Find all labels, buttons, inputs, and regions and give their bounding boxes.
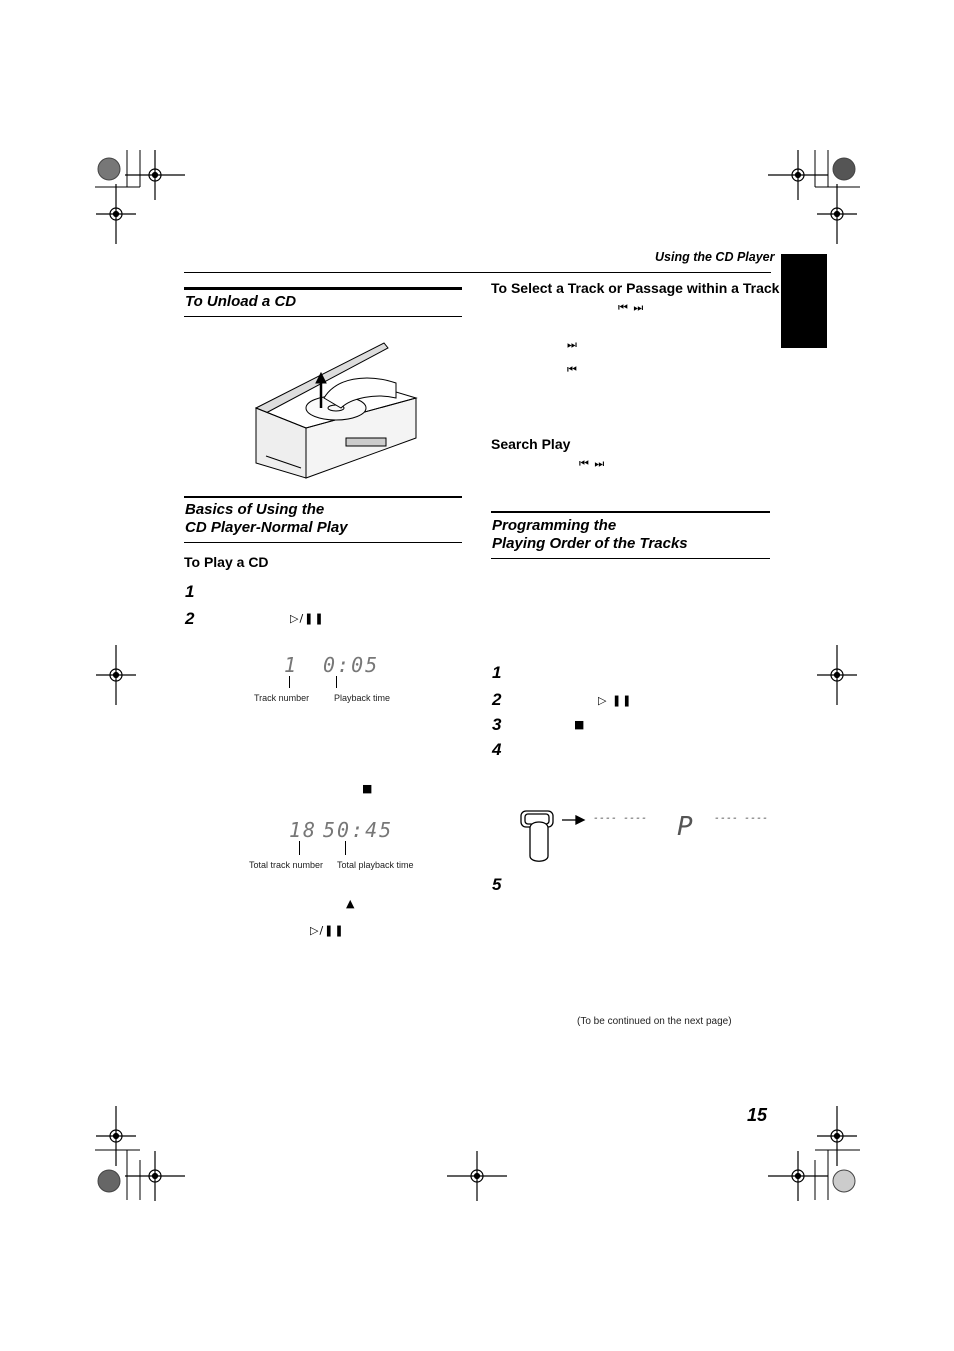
program-display-dashes: ---- ---- [593, 813, 648, 824]
lcd-playback-time: 0:05 [323, 653, 380, 677]
running-header: Using the CD Player [655, 250, 775, 264]
resume-play-pause-icon: ▷/❚❚ [310, 924, 345, 937]
basics-title-line1: Basics of Using the [185, 501, 325, 518]
program-stop-icon: ■ [574, 718, 586, 731]
search-play-title: Search Play [491, 436, 571, 452]
leader-line-time [336, 676, 337, 688]
program-top-rule [491, 511, 770, 513]
unload-title: To Unload a CD [185, 293, 297, 310]
program-title: Programming the Playing Order of the Tra… [492, 517, 688, 553]
basics-title: Basics of Using the CD Player-Normal Pla… [185, 501, 348, 537]
right-step-1: 1 [492, 663, 502, 682]
program-display-p: P [677, 812, 695, 842]
leader-line-track [289, 676, 290, 688]
leader-line-total-track [299, 841, 300, 855]
caption-total-track-number: Total track number [249, 860, 324, 870]
basics-title-line2: CD Player-Normal Play [185, 519, 348, 536]
previous-track-icon: ⏮ [567, 363, 578, 376]
unload-top-rule [184, 287, 462, 290]
leader-line-total-time [345, 841, 346, 855]
program-title-line2: Playing Order of the Tracks [492, 535, 688, 552]
basics-bottom-rule [184, 542, 462, 543]
basics-top-rule [184, 496, 462, 498]
caption-playback-time: Playback time [334, 693, 391, 703]
page-number: 15 [747, 1105, 768, 1125]
program-play-pause-icon: ▷ ❚❚ [598, 694, 633, 707]
lcd-total-tracks: 18 [289, 818, 318, 842]
right-step-2: 2 [492, 690, 502, 709]
program-bottom-rule [491, 558, 770, 559]
eject-icon: ▲ [346, 897, 356, 910]
program-display-dashes-2: ---- ---- [714, 813, 769, 824]
program-title-line1: Programming the [492, 517, 617, 534]
play-pause-icon: ▷/❚❚ [290, 612, 325, 625]
stop-icon: ■ [362, 782, 374, 795]
left-step-2: 2 [185, 609, 195, 628]
play-cd-title: To Play a CD [184, 554, 269, 570]
right-step-3: 3 [492, 715, 502, 734]
select-track-title: To Select a Track or Passage within a Tr… [491, 280, 780, 296]
right-step-4: 4 [492, 740, 502, 759]
finger-press-illustration [520, 810, 586, 862]
lcd-total-time: 50:45 [323, 818, 394, 842]
caption-total-playback-time: Total playback time [337, 860, 414, 870]
unload-bottom-rule [184, 316, 462, 317]
side-tab [781, 254, 827, 348]
caption-track-number: Track number [254, 693, 310, 703]
left-step-1: 1 [185, 582, 195, 601]
right-step-5: 5 [492, 875, 502, 894]
header-rule [184, 272, 771, 273]
skip-buttons-icon: ⏮ ⏭ [618, 301, 645, 314]
next-track-icon: ⏭ [567, 338, 578, 351]
continued-note: (To be continued on the next page) [577, 1016, 732, 1027]
search-buttons-icon: ⏮ ⏭ [579, 457, 606, 470]
lcd-track-number: 1 [284, 653, 299, 677]
cd-player-illustration [254, 342, 418, 479]
